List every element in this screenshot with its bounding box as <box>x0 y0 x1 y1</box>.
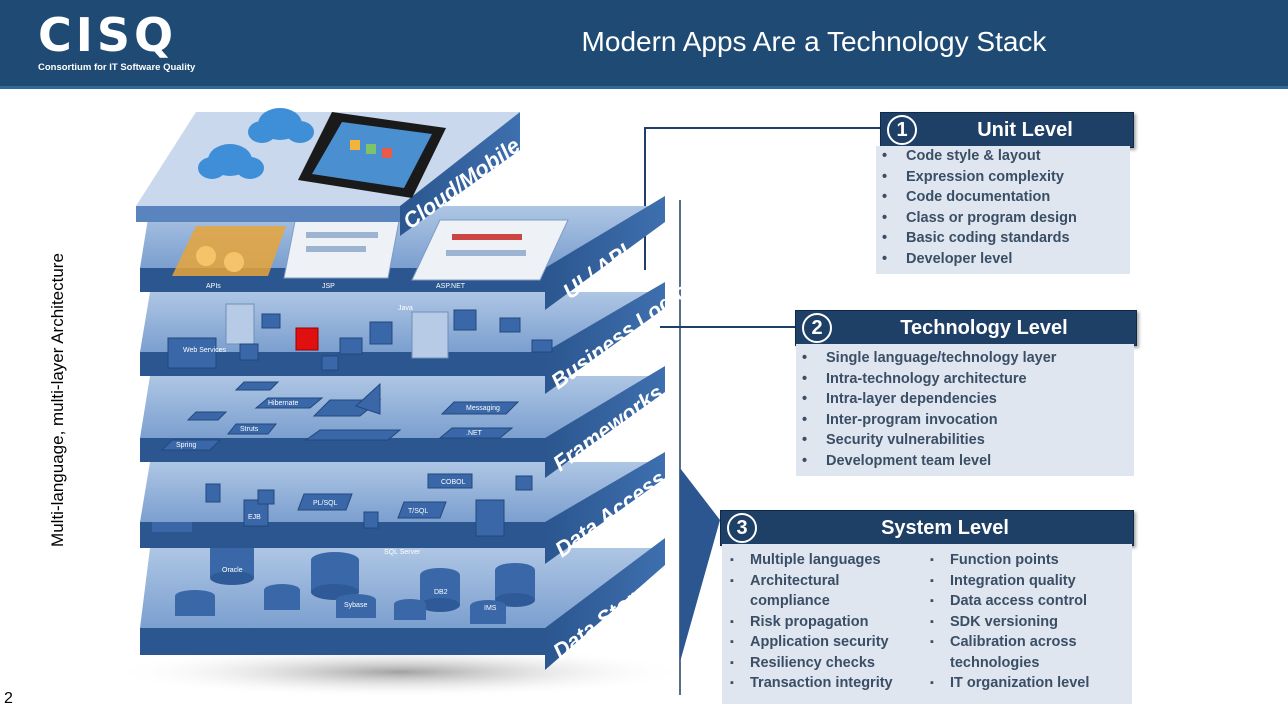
list-item: Application security <box>722 632 922 653</box>
list-item: Data access control <box>922 591 1130 612</box>
list-item: Inter-program invocation <box>796 410 1134 431</box>
list-item: SDK versioning <box>922 612 1130 633</box>
label-ejb: EJB <box>248 514 261 521</box>
list-item: Class or program design <box>876 208 1130 229</box>
list-item: Resiliency checks <box>722 653 922 674</box>
label-cobol: COBOL <box>441 479 466 486</box>
list-item: Intra-technology architecture <box>796 369 1134 390</box>
label-sql-server: SQL Server <box>384 549 421 556</box>
label-dotnet: .NET <box>466 430 483 437</box>
level-title: Unit Level <box>977 119 1073 141</box>
list-item: Code documentation <box>876 187 1130 208</box>
list-item: Single language/technology layer <box>796 348 1134 369</box>
cloud-icon <box>248 108 314 143</box>
list-item: Architectural compliance <box>722 571 922 612</box>
list-item: Integration quality <box>922 571 1130 592</box>
label-spring: Spring <box>176 442 196 449</box>
list-item: Transaction integrity <box>722 673 922 694</box>
label-java: Java <box>398 305 413 312</box>
logo-wordmark: CISQ <box>38 8 178 62</box>
unit-level-body: Code style & layout Expression complexit… <box>876 146 1130 274</box>
level-number: 1 <box>887 115 917 145</box>
level-number: 2 <box>802 313 832 343</box>
label-plsql: PL/SQL <box>313 500 338 507</box>
list-item: Function points <box>922 550 1130 571</box>
layer-frameworks: Hibernate Struts Spring Messaging .NET F… <box>140 366 668 478</box>
level-title: System Level <box>881 517 1009 539</box>
list-item: IT organization level <box>922 673 1130 694</box>
unit-level-list: Code style & layout Expression complexit… <box>876 146 1130 269</box>
list-item: Calibration across technologies <box>922 632 1130 673</box>
label-aspnet: ASP.NET <box>436 283 466 290</box>
level-number: 3 <box>727 513 757 543</box>
label-db2: DB2 <box>434 589 448 596</box>
label-tsql: T/SQL <box>408 508 428 515</box>
cloud-icon <box>198 144 264 179</box>
logo-subtitle: Consortium for IT Software Quality <box>38 62 196 73</box>
cisq-logo: CISQ Consortium for IT Software Quality <box>38 12 195 73</box>
slide-title: Modern Apps Are a Technology Stack <box>581 26 1047 57</box>
label-messaging: Messaging <box>466 405 500 412</box>
label-sybase: Sybase <box>344 602 367 609</box>
slide-number: 2 <box>4 690 13 707</box>
label-jsp: JSP <box>322 283 335 290</box>
layer-cloud-mobile: Cloud/Mobile <box>136 108 525 236</box>
list-item: Intra-layer dependencies <box>796 389 1134 410</box>
layer-data-storage: Oracle SQL Server Sybase DB2 IMS Data St… <box>140 538 673 670</box>
system-level-body: Multiple languages Architectural complia… <box>722 544 1132 704</box>
list-item: Multiple languages <box>722 550 922 571</box>
label-apis: APIs <box>206 283 221 290</box>
system-level-list-left: Multiple languages Architectural complia… <box>722 550 922 694</box>
list-item: Development team level <box>796 451 1134 472</box>
connector-system-arrow <box>680 468 720 662</box>
technology-level-list: Single language/technology layer Intra-t… <box>796 344 1134 471</box>
label-web-services: Web Services <box>183 347 227 354</box>
technology-level-body: Single language/technology layer Intra-t… <box>796 344 1134 476</box>
smartphone-icon <box>298 112 446 198</box>
list-item: Risk propagation <box>722 612 922 633</box>
label-ims: IMS <box>484 605 497 612</box>
label-struts: Struts <box>240 426 259 433</box>
list-item: Basic coding standards <box>876 228 1130 249</box>
layer-data-access: EJB PL/SQL T/SQL COBOL Data Access <box>140 452 670 564</box>
technology-level-header: 2 Technology Level <box>795 310 1137 346</box>
list-item: Expression complexity <box>876 167 1130 188</box>
level-title: Technology Level <box>900 317 1068 339</box>
system-level-header: 3 System Level <box>720 510 1134 546</box>
unit-level-header: 1 Unit Level <box>880 112 1134 148</box>
system-level-list-right: Function points Integration quality Data… <box>922 550 1130 694</box>
list-item: Developer level <box>876 249 1130 270</box>
header-bar: CISQ Consortium for IT Software Quality … <box>0 0 1288 89</box>
list-item: Code style & layout <box>876 146 1130 167</box>
label-hibernate: Hibernate <box>268 400 298 407</box>
label-oracle: Oracle <box>222 567 243 574</box>
list-item: Security vulnerabilities <box>796 430 1134 451</box>
